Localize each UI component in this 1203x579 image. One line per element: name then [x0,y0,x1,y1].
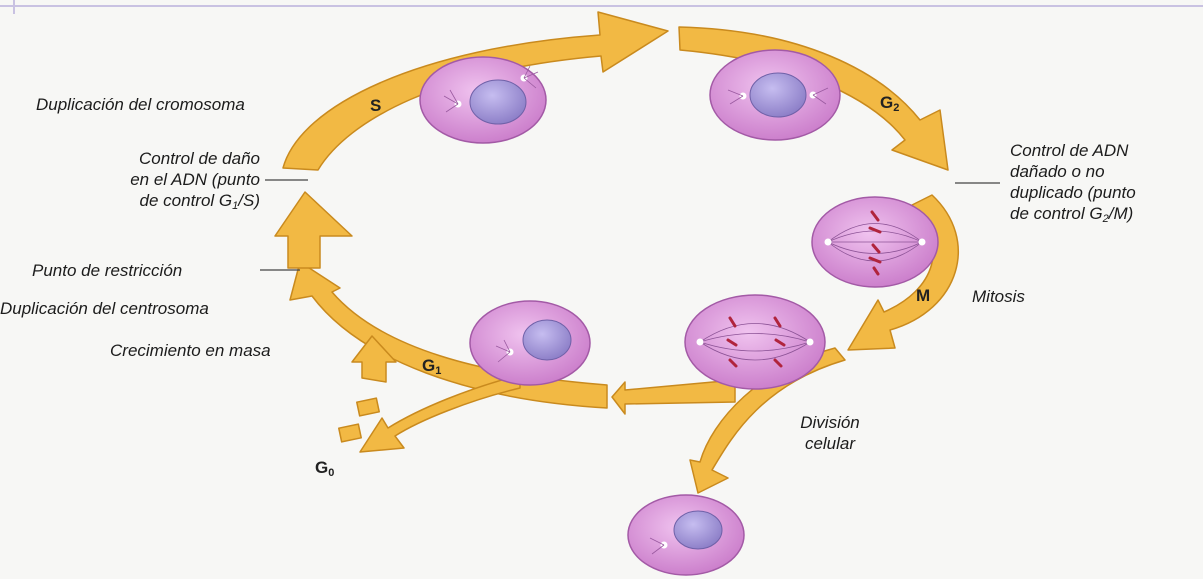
label-control-g2m: Control de ADN dañado o no duplicado (pu… [1010,140,1136,230]
cell-g2-phase [710,50,840,140]
phase-g0-label: G0 [315,458,334,479]
label-crecimiento-masa: Crecimiento en masa [110,340,271,361]
control-g1s-line3: de control G1/S) [60,190,260,217]
control-g2m-line1: Control de ADN [1010,140,1136,161]
label-division-celular: División celular [790,412,870,454]
control-g2m-line4: de control G2/M) [1010,203,1136,230]
phase-g1-label: G1 [422,356,441,377]
division-line1: División [790,412,870,433]
phase-g1-letter: G [422,356,435,375]
phase-g2-label: G2 [880,93,899,114]
label-control-g1s: Control de daño en el ADN (punto de cont… [60,148,260,217]
label-mitosis: Mitosis [972,286,1025,307]
division-line2: celular [790,433,870,454]
control-g2m-line2: dañado o no [1010,161,1136,182]
phase-g1-sub: 1 [435,365,441,377]
control-g1s-line1: Control de daño [60,148,260,169]
phase-g2-letter: G [880,93,893,112]
cell-anaphase [685,295,825,389]
g0-exit-arrow [360,375,520,452]
cell-s-phase [420,57,546,143]
phase-g2-sub: 2 [893,102,899,114]
phase-g0-letter: G [315,458,328,477]
control-g1s-line2: en el ADN (punto [60,169,260,190]
cell-metaphase [812,197,938,287]
cell-g1-phase [470,301,590,385]
phase-g0-sub: 0 [328,467,334,479]
label-duplicacion-centrosoma: Duplicación del centrosoma [0,298,209,319]
phase-m-label: M [916,286,930,306]
label-duplicacion-cromosoma: Duplicación del cromosoma [36,94,245,115]
phase-s-label: S [370,96,381,116]
control-g2m-line3: duplicado (punto [1010,182,1136,203]
return-arrow [612,380,735,414]
restriction-arrow [275,192,352,268]
cell-daughter [628,495,744,575]
g0-dash-2 [339,424,361,442]
label-punto-restriccion: Punto de restricción [32,260,182,281]
g0-dash-1 [357,398,379,416]
